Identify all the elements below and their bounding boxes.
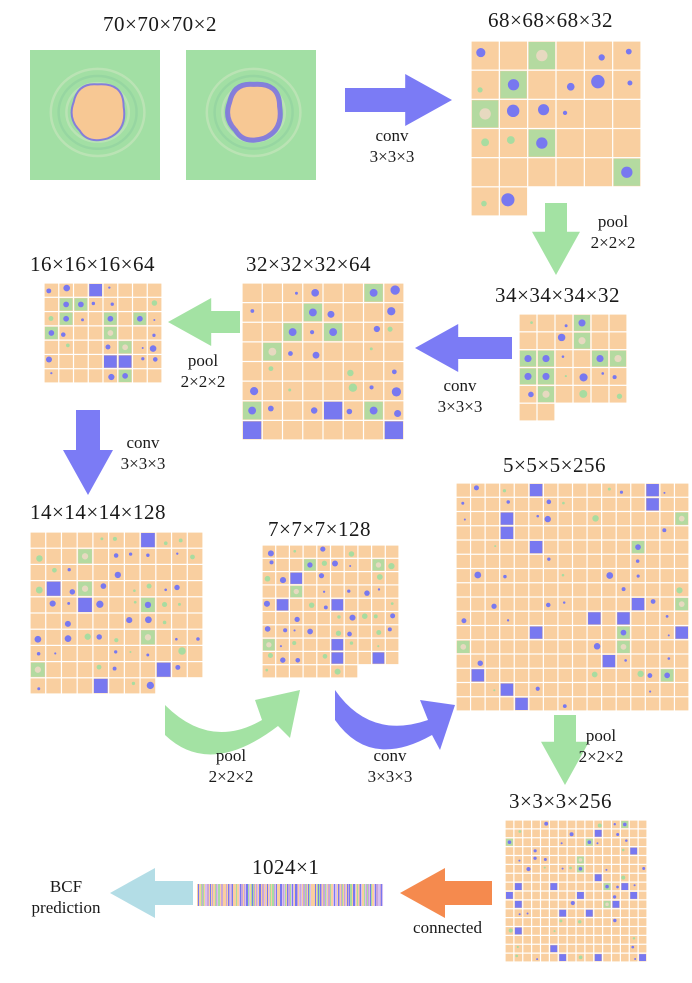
conv1-op-name: conv xyxy=(375,126,409,145)
fc-op-label: connected xyxy=(400,917,495,938)
conv2-op-kernel: 3×3×3 xyxy=(437,397,483,416)
conv3-op-label: conv 3×3×3 xyxy=(108,432,178,474)
pool1-feature-maps xyxy=(519,314,627,421)
conv2-feature-maps xyxy=(242,283,404,440)
fc-arrow xyxy=(400,868,492,918)
pool2-arrow xyxy=(168,298,240,346)
conv3-dimension-label: 14×14×14×128 xyxy=(30,500,167,524)
pool3-curved-arrow xyxy=(165,690,300,755)
pool2-op-label: pool 2×2×2 xyxy=(168,350,238,392)
pool2-op-name: pool xyxy=(187,351,219,370)
pool2-feature-maps xyxy=(44,283,162,383)
conv4-feature-maps xyxy=(456,483,689,711)
pool3-op-name: pool xyxy=(215,746,247,765)
input-field-channel-1 xyxy=(30,50,160,180)
conv2-op-name: conv xyxy=(443,376,477,395)
pool2-dimension-label: 16×16×16×64 xyxy=(30,252,156,276)
conv4-op-name: conv xyxy=(373,746,407,765)
conv1-dimension-label: 68×68×68×32 xyxy=(488,8,614,32)
pool1-dimension-label: 34×34×34×32 xyxy=(495,283,621,307)
pool3-op-label: pool 2×2×2 xyxy=(196,745,266,787)
pool4-op-label: pool 2×2×2 xyxy=(566,725,636,767)
pool4-op-kernel: 2×2×2 xyxy=(578,747,624,766)
pool1-op-kernel: 2×2×2 xyxy=(590,233,636,252)
pool1-arrow xyxy=(532,203,580,275)
conv2-op-label: conv 3×3×3 xyxy=(425,375,495,417)
fc-op-name: connected xyxy=(413,918,482,937)
fc-dimension-label: 1024×1 xyxy=(252,855,320,879)
conv1-op-label: conv 3×3×3 xyxy=(357,125,427,167)
conv4-op-kernel: 3×3×3 xyxy=(367,767,413,786)
conv2-arrow xyxy=(415,324,512,372)
pool1-op-label: pool 2×2×2 xyxy=(578,211,648,253)
pool2-op-kernel: 2×2×2 xyxy=(180,372,226,391)
output-label-line2: prediction xyxy=(31,898,101,917)
pool3-op-kernel: 2×2×2 xyxy=(208,767,254,786)
pool4-arrow xyxy=(541,715,589,785)
input-field-channel-2 xyxy=(186,50,316,180)
output-arrow xyxy=(110,868,193,918)
output-label-line1: BCF xyxy=(49,877,83,896)
conv4-dimension-label: 5×5×5×256 xyxy=(503,453,607,477)
conv4-op-label: conv 3×3×3 xyxy=(355,745,425,787)
conv2-dimension-label: 32×32×32×64 xyxy=(246,252,372,276)
input-dimension-label: 70×70×70×2 xyxy=(103,12,218,36)
pool1-op-name: pool xyxy=(597,212,629,231)
pool4-dimension-label: 3×3×3×256 xyxy=(509,789,613,813)
pool4-feature-maps xyxy=(505,820,647,962)
pool3-dimension-label: 7×7×7×128 xyxy=(268,517,372,541)
conv1-op-kernel: 3×3×3 xyxy=(369,147,415,166)
pool3-feature-maps xyxy=(262,545,399,678)
pool4-op-name: pool xyxy=(585,726,617,745)
conv3-op-name: conv xyxy=(126,433,160,452)
output-label: BCF prediction xyxy=(22,876,110,918)
fc-vector xyxy=(197,884,384,906)
conv3-op-kernel: 3×3×3 xyxy=(120,454,166,473)
conv1-feature-maps xyxy=(471,41,641,216)
conv1-arrow xyxy=(345,74,452,126)
conv3-feature-maps xyxy=(30,532,203,694)
conv4-curved-arrow xyxy=(335,690,455,750)
conv3-arrow xyxy=(63,410,113,495)
